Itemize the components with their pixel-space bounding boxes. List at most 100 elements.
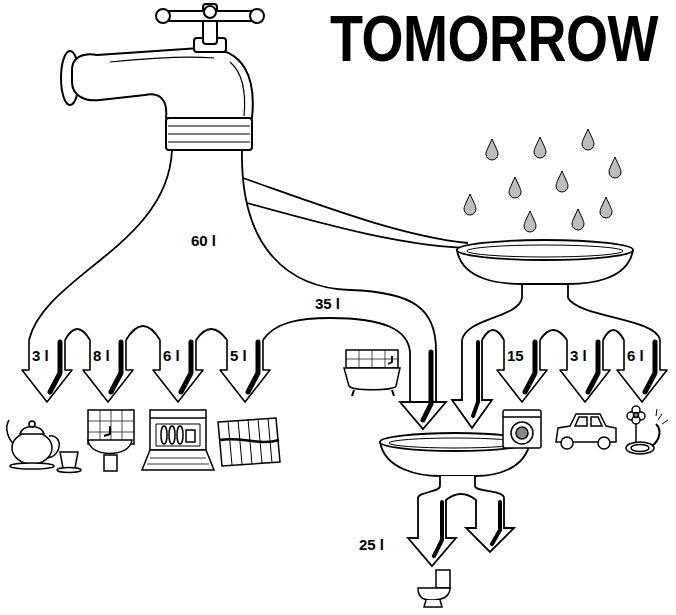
dishwasher-body — [150, 410, 206, 450]
volume-label: 6 l — [162, 348, 181, 365]
tub-tap — [388, 356, 392, 364]
basin-inner-rim — [389, 438, 521, 448]
volume-label: 15 — [506, 348, 525, 365]
faucet-body — [72, 48, 253, 118]
tap-water-flow — [29, 150, 476, 429]
flow-arrow — [22, 340, 72, 402]
plate — [177, 426, 183, 444]
flow-arrow — [220, 340, 270, 402]
raindrop — [486, 139, 498, 160]
volume-label: 5 l — [229, 348, 248, 365]
flow-edge — [263, 318, 410, 402]
car-icon — [556, 414, 616, 449]
raindrop — [572, 209, 584, 230]
plate — [169, 426, 175, 444]
cloth-band — [220, 439, 279, 442]
toilet-base — [424, 600, 442, 607]
machine-body — [503, 410, 541, 448]
washing-machine-icon — [503, 410, 541, 448]
wall-tiles — [346, 350, 398, 368]
cloth — [218, 418, 280, 466]
teapot-icon — [7, 420, 81, 473]
volume-label: 35 l — [314, 296, 341, 313]
basin-rim — [457, 240, 633, 260]
arrow-shading — [434, 502, 442, 556]
volume-label: 60 l — [190, 233, 217, 250]
cistern — [436, 570, 450, 588]
flow-edge — [126, 326, 160, 340]
handle-knob — [156, 9, 170, 23]
hose-coil — [626, 442, 654, 454]
flow-arrow — [560, 340, 610, 402]
volume-label: 3 l — [569, 348, 588, 365]
faucet — [61, 4, 264, 150]
flow-arrow — [452, 340, 492, 428]
toilet-icon — [418, 570, 450, 607]
volume-label: 8 l — [92, 348, 111, 365]
faucet-shading — [230, 62, 245, 116]
raindrop — [509, 177, 521, 198]
arrow-shading — [423, 352, 431, 420]
tile-grid — [346, 350, 398, 368]
bathtub — [344, 368, 400, 390]
tile-grid — [88, 410, 134, 444]
stream-to-basin — [247, 203, 476, 248]
hose — [652, 424, 659, 446]
flow-edge — [29, 150, 172, 340]
flow-arrow — [408, 476, 514, 566]
teapot-base — [10, 463, 54, 469]
diagram-title: TOMORROW — [330, 6, 658, 71]
tub-feet — [352, 390, 394, 396]
arrow-shading — [473, 342, 478, 416]
flow-arrow — [617, 340, 667, 402]
handle-knob — [250, 9, 264, 23]
volume-label: 3 l — [31, 348, 50, 365]
raindrop — [582, 129, 594, 150]
handle-stem — [203, 4, 217, 44]
glass — [186, 430, 195, 442]
door-lines — [147, 458, 209, 464]
machine-drum — [516, 427, 528, 439]
raindrop — [600, 197, 612, 218]
machine-door — [511, 422, 533, 444]
faucet-shading — [110, 57, 214, 62]
wheel — [561, 437, 573, 449]
flow-arrow — [83, 340, 133, 402]
dishwasher-icon — [142, 410, 214, 470]
teapot-body — [12, 432, 52, 464]
wheel — [598, 437, 610, 449]
greywater-basin — [380, 433, 530, 566]
arrow-shading — [492, 502, 500, 544]
cup — [60, 452, 78, 468]
teapot-knob — [29, 421, 35, 427]
raindrop — [464, 194, 476, 215]
flow-edge — [603, 330, 624, 340]
flow-arrow — [497, 340, 547, 402]
rain-basin — [452, 240, 660, 428]
laundry-icon — [218, 418, 280, 466]
washbasin — [88, 440, 132, 454]
volume-label: 6 l — [626, 348, 645, 365]
raindrop — [556, 171, 568, 192]
handle-cap — [204, 6, 216, 18]
flow-edge — [462, 284, 522, 340]
saucer — [57, 468, 81, 473]
plate — [161, 426, 167, 444]
nozzle-thread — [168, 126, 250, 142]
wall-tiles — [88, 410, 134, 444]
flow-edge — [568, 284, 660, 340]
washbasin-icon — [88, 410, 134, 471]
toilet-bowl — [418, 588, 450, 600]
volume-label: 25 l — [358, 537, 385, 554]
flow-edge — [482, 330, 504, 340]
raindrop — [524, 211, 536, 232]
flow-edge — [196, 329, 227, 340]
raindrop — [609, 157, 621, 178]
bathtub-icon — [344, 350, 400, 396]
control-strip — [150, 417, 206, 419]
water-spray — [656, 409, 668, 424]
flow-arrow — [153, 340, 203, 402]
control-strip — [503, 416, 541, 418]
hose-coil — [631, 445, 649, 452]
